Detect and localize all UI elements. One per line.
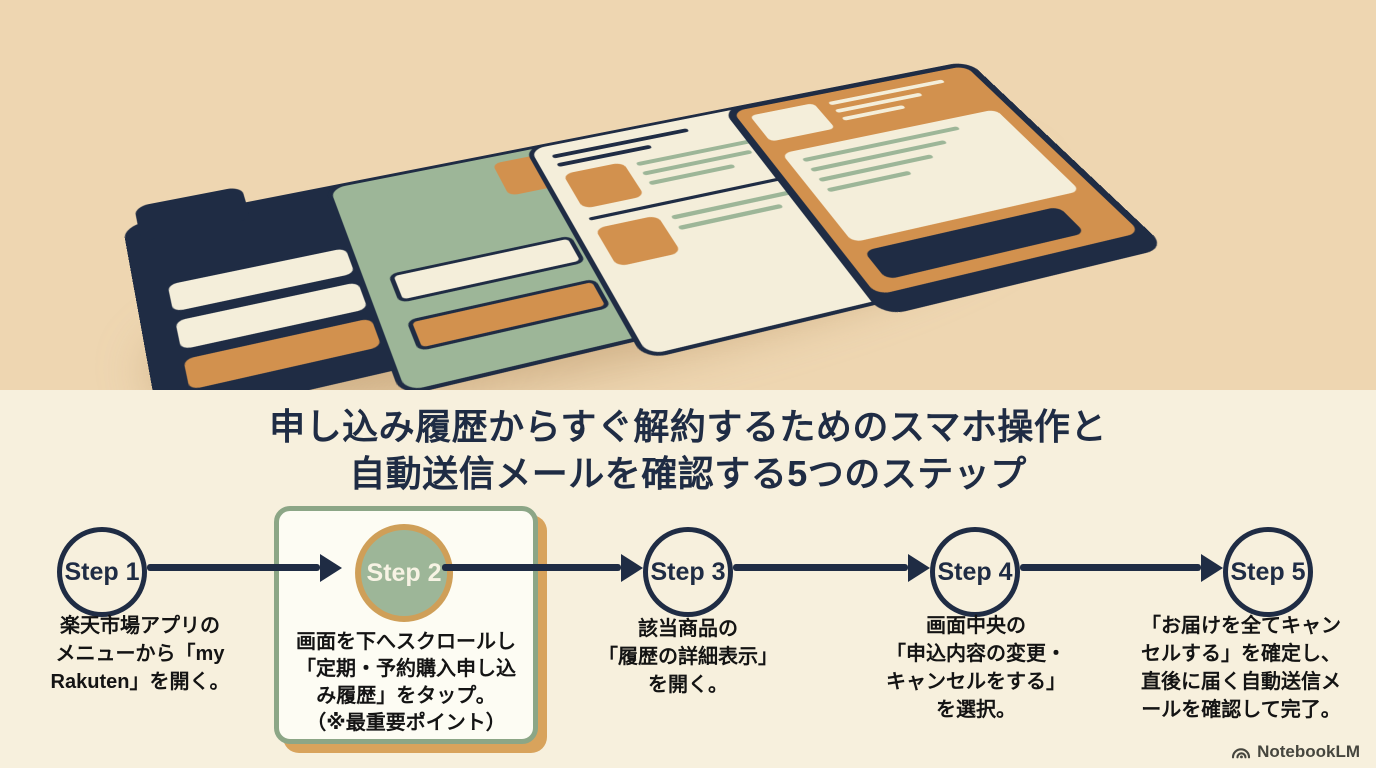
step-5-circle: Step 5 bbox=[1223, 527, 1313, 617]
step-2-label: Step 2 bbox=[366, 558, 442, 587]
step-1-description: 楽天市場アプリの メニューから「my Rakuten」を開く。 bbox=[50, 615, 230, 693]
step-1-label: Step 1 bbox=[64, 557, 140, 586]
card-bars bbox=[167, 248, 382, 390]
step-4-circle: Step 4 bbox=[930, 527, 1020, 617]
step-2-circle: Step 2 bbox=[355, 524, 454, 622]
step-2-description: 画面を下へスクロールし 「定期・予約購入申し込 み履歴」をタップ。 （※最重要ポ… bbox=[296, 631, 516, 734]
item-thumbnail bbox=[562, 162, 645, 209]
step-5-description: 「お届けを全てキャン セルする」を確定し、 直後に届く自動送信メ ールを確認して… bbox=[1141, 615, 1341, 721]
text-line bbox=[677, 203, 784, 231]
item-thumbnail bbox=[594, 215, 682, 267]
notebooklm-icon bbox=[1231, 744, 1251, 760]
step-4-label: Step 4 bbox=[937, 557, 1013, 586]
step-1-circle: Step 1 bbox=[57, 527, 147, 617]
illustration-section bbox=[0, 0, 1376, 390]
step-2-highlight-box: Step 2 画面を下へスクロールし 「定期・予約購入申し込 み履歴」をタップ。… bbox=[274, 506, 538, 744]
stacked-mobile-screens-illustration bbox=[116, 33, 1180, 390]
step-3-description: 該当商品の 「履歴の詳細表示」 を開く。 bbox=[598, 618, 778, 696]
notebooklm-logo: NotebookLM bbox=[1231, 742, 1360, 762]
step-3-circle: Step 3 bbox=[643, 527, 733, 617]
flow-section: 申し込み履歴からすぐ解約するためのスマホ操作と 自動送信メールを確認する5つのス… bbox=[0, 390, 1376, 768]
step-3-label: Step 3 bbox=[650, 557, 726, 586]
step-4-description: 画面中央の 「申込内容の変更・ キャンセルをする」 を選択。 bbox=[886, 615, 1066, 721]
header-block bbox=[749, 103, 836, 142]
step-flow: Step 1 楽天市場アプリの メニューから「my Rakuten」を開く。 S… bbox=[0, 390, 1376, 768]
header-lines bbox=[827, 79, 960, 121]
infographic-title: 申し込み履歴からすぐ解約するためのスマホ操作と 自動送信メールを確認する5つのス… bbox=[269, 406, 1107, 494]
card-tab bbox=[134, 186, 252, 242]
step-5-label: Step 5 bbox=[1230, 557, 1306, 586]
notebooklm-text: NotebookLM bbox=[1257, 742, 1360, 761]
